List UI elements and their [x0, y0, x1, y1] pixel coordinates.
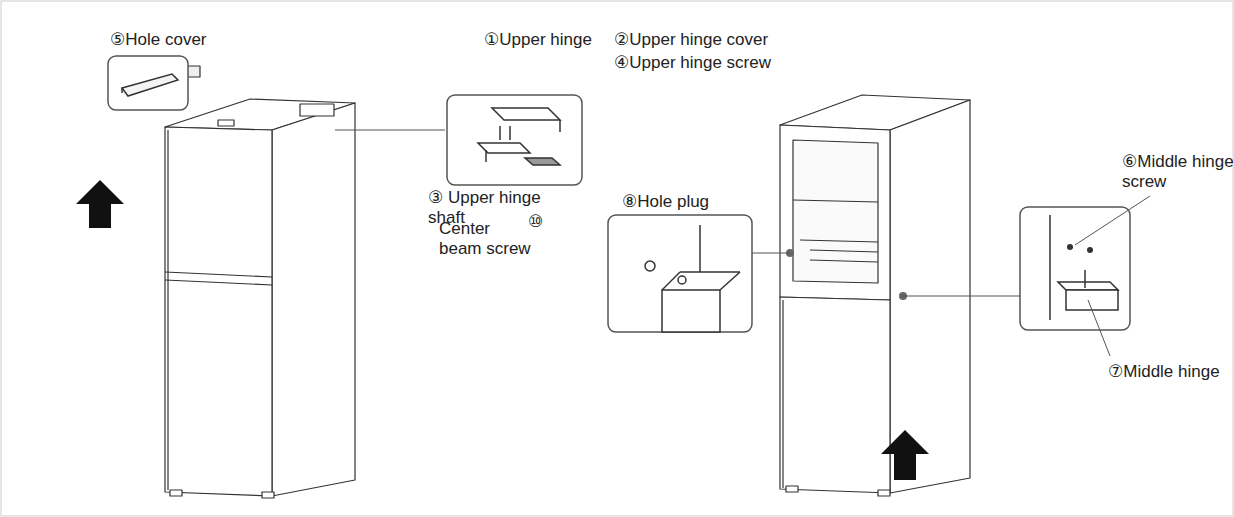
screw-head — [1087, 247, 1093, 253]
door-gap — [165, 280, 272, 285]
beam-edge — [720, 272, 740, 290]
foot — [262, 492, 274, 498]
leader-line — [903, 295, 1020, 296]
part-label: ④Upper hinge screw — [614, 53, 814, 73]
door-edge — [782, 300, 783, 488]
cabinet-edge — [699, 225, 701, 272]
lower-door — [780, 297, 890, 493]
piece-edge — [121, 88, 123, 93]
fridge-front — [165, 127, 272, 496]
callout-box — [608, 215, 752, 332]
middle-hinge-callout — [1020, 207, 1130, 330]
callout-box — [447, 95, 582, 185]
door-gap — [165, 272, 272, 277]
foot — [786, 486, 798, 492]
hinge-pin — [1084, 270, 1086, 288]
hinge-plate — [1058, 282, 1118, 290]
shelf — [810, 260, 878, 262]
hinge-base — [525, 158, 560, 165]
hinge-bracket — [1066, 290, 1118, 310]
hinge-shaft — [485, 150, 487, 162]
up-arrow — [881, 430, 929, 480]
beam-end — [662, 290, 720, 332]
screw — [499, 126, 501, 140]
screw — [559, 120, 561, 132]
part-label: ⑤Hole cover — [110, 30, 270, 50]
leader-line — [1088, 300, 1110, 356]
part-label: Center beam screw — [439, 219, 535, 259]
beam-edge — [662, 272, 680, 290]
leader-line — [1075, 196, 1150, 245]
leader-line — [752, 252, 790, 253]
part-label: ⑩ — [528, 212, 558, 232]
callout-box — [108, 56, 188, 110]
part-label: ⑥Middle hinge screw — [1122, 152, 1234, 192]
screw-head — [1067, 244, 1073, 250]
fridge-side — [272, 103, 355, 496]
freezer-cavity — [793, 140, 878, 283]
left-fridge — [165, 66, 355, 498]
screw-head — [645, 261, 655, 271]
beam-edge — [680, 271, 740, 273]
foot — [878, 490, 890, 496]
shelf — [793, 200, 878, 202]
up-arrow — [76, 180, 124, 228]
part-label: ⑦Middle hinge — [1108, 362, 1234, 382]
foot — [170, 490, 182, 496]
freezer-frame — [780, 125, 890, 300]
door-edge — [167, 130, 168, 490]
cabinet-edge — [1049, 215, 1051, 320]
upper-hinge-callout — [447, 95, 582, 185]
shelf — [810, 250, 878, 252]
hole-plug-callout — [608, 215, 752, 332]
hinge-part — [218, 120, 234, 126]
hole-cover-callout — [108, 56, 188, 110]
part-label: ⑧Hole plug — [622, 192, 752, 212]
hinge-cover — [300, 104, 334, 116]
hinge-cover-part — [492, 108, 560, 120]
part-label: ②Upper hinge cover — [614, 30, 814, 50]
shelf — [800, 240, 878, 242]
callout-box — [1020, 207, 1130, 330]
part-label: ①Upper hinge — [484, 30, 614, 50]
hole-plug-part — [678, 276, 686, 284]
hole-cover-piece — [122, 74, 178, 96]
screw — [509, 126, 511, 140]
leader-line — [335, 129, 445, 130]
